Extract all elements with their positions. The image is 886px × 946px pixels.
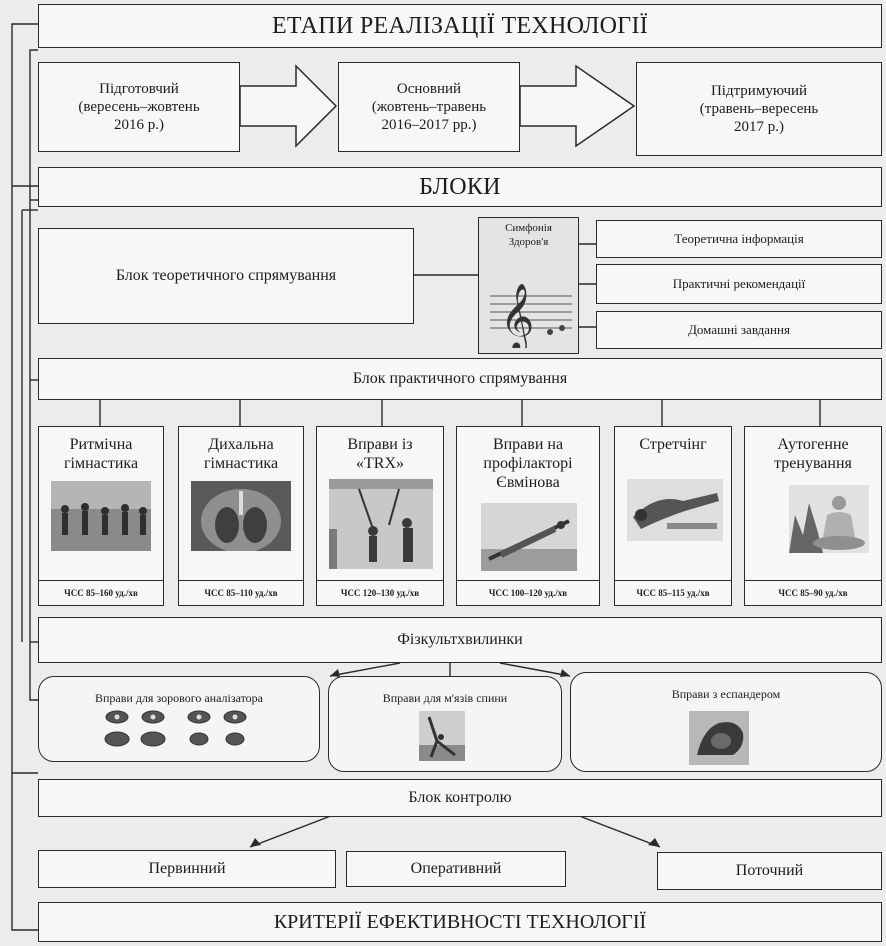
stage-name: Підготовчий	[99, 81, 179, 97]
control-operative: Оперативний	[346, 851, 566, 887]
stage-year: 2016–2017 рр.)	[381, 117, 477, 133]
heart-rate-label: ЧСС 85–115 уд./хв	[615, 580, 731, 605]
card-title-line1: Дихальна	[208, 436, 274, 453]
criteria-title: КРИТЕРІЇ ЕФЕКТИВНОСТІ ТЕХНОЛОГІЇ	[38, 902, 882, 942]
evminov-board-photo	[481, 503, 577, 571]
autogenic-meditation-photo	[789, 485, 869, 553]
stretching-photo	[627, 479, 723, 541]
stages-title: ЕТАПИ РЕАЛІЗАЦІЇ ТЕХНОЛОГІЇ	[38, 4, 882, 48]
card-title-line1: Ритмічна	[69, 436, 133, 453]
fizkult-item-expander: Вправи з еспандером	[570, 672, 882, 772]
practice-card-breathing: Дихальна гімнастика ЧСС 85–110 уд./хв	[178, 426, 304, 606]
control-current: Поточний	[657, 852, 882, 890]
stage-period: (вересень–жовтень	[78, 99, 200, 115]
stage-period: (травень–вересень	[699, 101, 819, 117]
trx-training-photo	[329, 479, 433, 569]
card-title-line3: Євмінова	[496, 474, 560, 492]
card-title-line2: профілакторі	[483, 455, 573, 473]
svg-text:𝄞: 𝄞	[500, 282, 534, 348]
back-exercise-photo	[419, 711, 465, 761]
card-title-line1: Вправи на	[492, 436, 564, 453]
fizkult-item-label: Вправи з еспандером	[671, 687, 781, 701]
expander-hand-photo	[689, 711, 749, 765]
symphony-title-line1: Симфонія	[505, 222, 552, 234]
stage-supporting: Підтримуючий (травень–вересень 2017 р.)	[636, 62, 882, 156]
fizkult-item-back: Вправи для м'язів спини	[328, 676, 562, 772]
card-title-line2: «TRX»	[356, 455, 404, 473]
symphony-of-health-card: Симфонія Здоров'я 𝄞	[478, 217, 579, 354]
stage-preparatory: Підготовчий (вересень–жовтень 2016 р.)	[38, 62, 240, 152]
treble-clef-icon: 𝄞	[490, 282, 572, 348]
stage-main: Основний (жовтень–травень 2016–2017 рр.)	[338, 62, 520, 152]
card-title-line1: Аутогенне	[777, 436, 849, 453]
stage-period: (жовтень–травень	[371, 99, 487, 115]
fizkult-item-label: Вправи для м'язів спини	[382, 691, 508, 705]
theory-item-recommendations: Практичні рекомендації	[596, 264, 882, 304]
stage-year: 2017 р.)	[734, 119, 784, 135]
practice-card-stretching: Стретчінг ЧСС 85–115 уд./хв	[614, 426, 732, 606]
theory-item-information: Теоретична інформація	[596, 220, 882, 258]
fizkult-item-eyes: Вправи для зорового аналізатора	[38, 676, 320, 762]
stage-year: 2016 р.)	[114, 117, 164, 133]
control-block: Блок контролю	[38, 779, 882, 817]
heart-rate-label: ЧСС 85–110 уд./хв	[179, 580, 303, 605]
breathing-lungs-photo	[191, 481, 291, 551]
fizkult-block: Фізкультхвилинки	[38, 617, 882, 663]
control-primary: Первинний	[38, 850, 336, 888]
blocks-heading: БЛОКИ	[38, 167, 882, 207]
heart-rate-label: ЧСС 120–130 уд./хв	[317, 580, 443, 605]
practice-card-rhythmic: Ритмічна гімнастика ЧСС 85–160 уд./хв	[38, 426, 164, 606]
card-title-line2: тренування	[774, 455, 852, 473]
theory-block: Блок теоретичного спрямування	[38, 228, 414, 324]
practice-block: Блок практичного спрямування	[38, 358, 882, 400]
stage-name: Підтримуючий	[710, 83, 808, 99]
card-title-line2: гімнастика	[203, 455, 279, 473]
card-title-line2: гімнастика	[63, 455, 139, 473]
heart-rate-label: ЧСС 85–160 уд./хв	[39, 580, 163, 605]
heart-rate-label: ЧСС 100–120 уд./хв	[457, 580, 599, 605]
card-title-line1: Вправи із	[347, 436, 413, 453]
theory-item-homework: Домашні завдання	[596, 311, 882, 349]
practice-card-autogenic: Аутогенне тренування ЧСС 85–90 уд./хв	[744, 426, 882, 606]
card-title-line1: Стретчінг	[639, 436, 707, 453]
practice-card-trx: Вправи із «TRX» ЧСС 120–130 уд./хв	[316, 426, 444, 606]
stage-name: Основний	[396, 81, 462, 97]
rhythmic-gymnastics-photo	[51, 481, 151, 551]
eye-exercises-icons	[104, 710, 247, 747]
heart-rate-label: ЧСС 85–90 уд./хв	[745, 580, 881, 605]
fizkult-item-label: Вправи для зорового аналізатора	[95, 691, 263, 705]
symphony-title-line2: Здоров'я	[508, 235, 549, 248]
